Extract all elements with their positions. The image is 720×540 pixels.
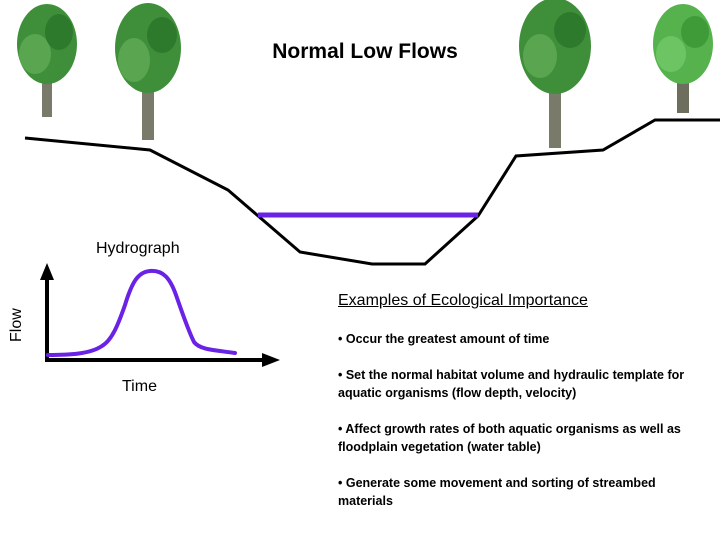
tree-icon <box>17 4 77 117</box>
list-item: • Affect growth rates of both aquatic or… <box>338 422 681 454</box>
hydrograph-curve <box>46 268 237 357</box>
tree-icon <box>115 3 181 140</box>
channel-profile-line <box>24 118 720 266</box>
x-axis-arrowhead <box>262 353 280 367</box>
examples-list: • Occur the greatest amount of time • Se… <box>338 330 713 528</box>
hydrograph-x-label: Time <box>122 378 157 395</box>
hydrograph-y-label: Flow <box>8 308 25 342</box>
hydrograph-title: Hydrograph <box>96 240 180 257</box>
list-item: • Generate some movement and sorting of … <box>338 476 656 508</box>
tree-icon <box>519 0 591 148</box>
examples-heading: Examples of Ecological Importance <box>338 292 588 309</box>
tree-icon <box>653 4 713 113</box>
list-item: • Set the normal habitat volume and hydr… <box>338 368 685 400</box>
y-axis-arrowhead <box>40 263 54 280</box>
list-item: • Occur the greatest amount of time <box>338 332 550 346</box>
slide-title: Normal Low Flows <box>272 40 458 63</box>
